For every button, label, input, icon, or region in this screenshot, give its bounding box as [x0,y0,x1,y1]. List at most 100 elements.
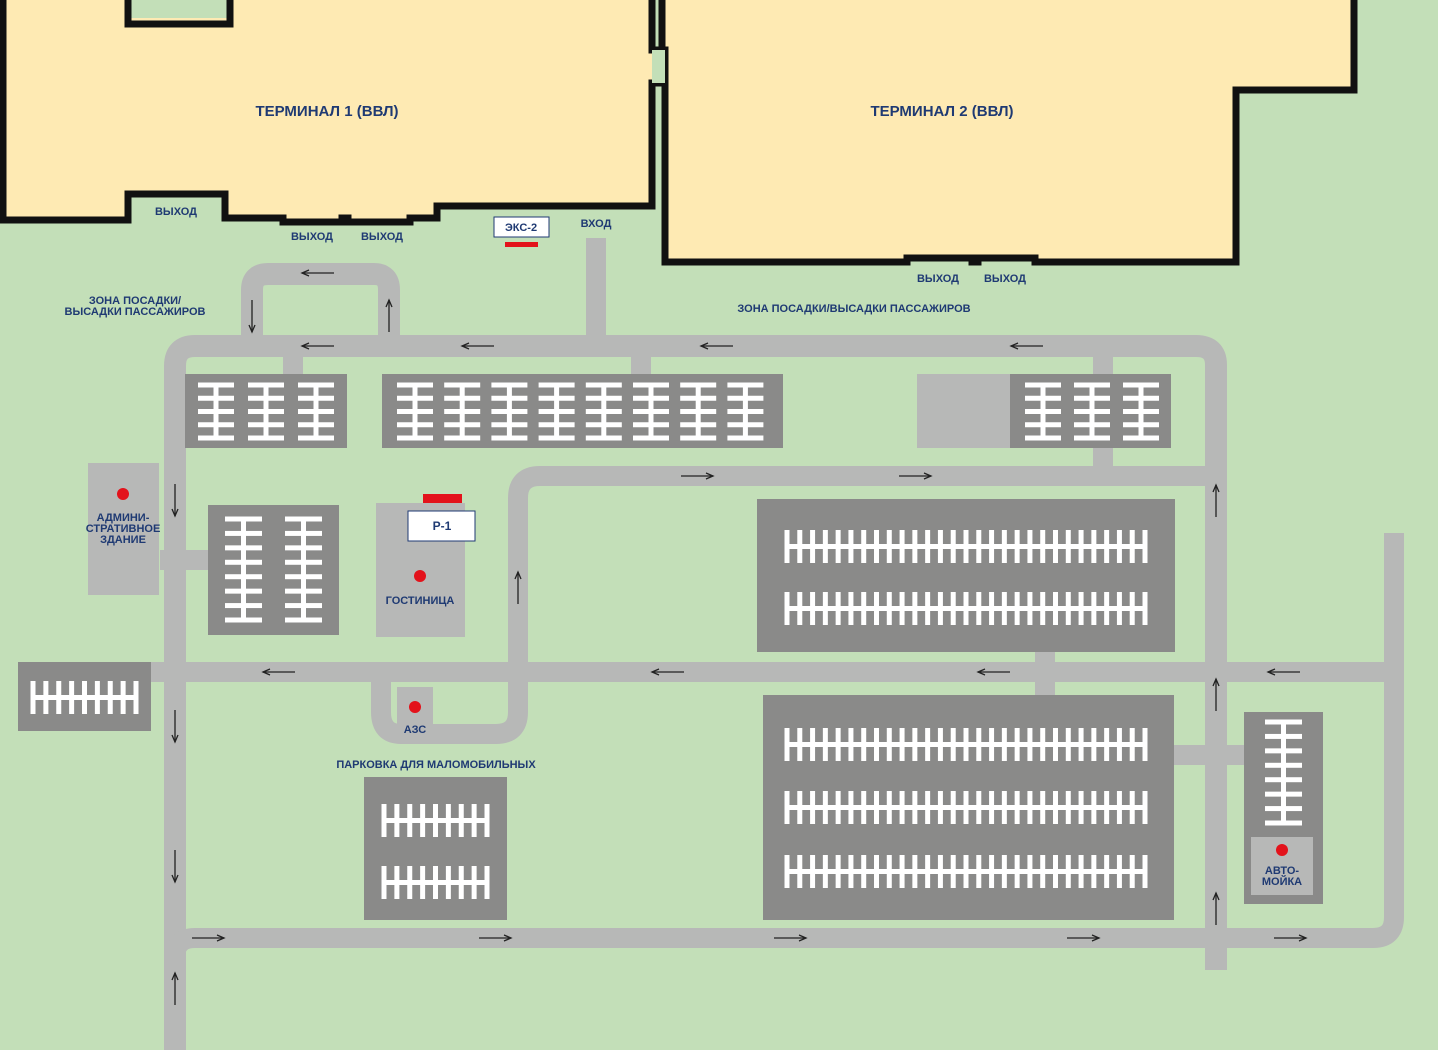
parking-stall-group [1265,719,1302,826]
parking-stall-group [633,382,669,441]
parking-p1-box [407,510,476,542]
road-dropoff-loop [241,263,400,335]
parking-stall-group [298,382,334,441]
parking-stall-row [381,866,490,899]
parking-stall-group [248,382,284,441]
one-way-arrow-icon [479,934,513,942]
admin-building-label-line2: СТРАТИВНОЕ [86,523,161,535]
dropoff-zone-main-label: ЗОНА ПОСАДКИ/ВЫСАДКИ ПАССАЖИРОВ [737,303,970,315]
lot-left-middle [208,505,339,635]
parking-stall-group [285,516,322,623]
parking-stall-group [1123,382,1159,441]
poi-marker-icon [409,701,421,713]
one-way-arrow-icon [1266,668,1300,676]
parking-stall-group [585,382,622,441]
parking-stall-group [225,516,262,623]
gas-station-label: АЗС [404,724,427,736]
parking-stall-row [30,681,139,714]
map-labels: ТЕРМИНАЛ 1 (ВВЛ) ТЕРМИНАЛ 2 (ВВЛ) ВЫХОД … [65,103,1303,888]
one-way-arrow-icon [171,850,179,884]
one-way-arrow-icon [248,300,256,334]
terminal-1-notch-outline [124,0,234,28]
one-way-arrow-icon [171,484,179,518]
parking-stall-row [784,592,1148,625]
terminal-1-label: ТЕРМИНАЛ 1 (ВВЛ) [255,103,398,120]
one-way-arrow-icon [300,269,334,277]
parking-stall-row [381,804,490,837]
admin-building-label-line3: ЗДАНИЕ [100,534,146,546]
hotel-label: ГОСТИНИЦА [386,595,455,607]
entrance-label: ВХОД [581,218,612,230]
exit-label: ВЫХОД [361,231,403,243]
parking-stall-group [397,382,433,441]
one-way-arrow-icon [171,971,179,1005]
poi-marker-icon [1276,844,1288,856]
bus-stop-bar-icon [423,494,462,503]
one-way-arrow-icon [1067,934,1101,942]
bus-stop-bar-icon [505,242,538,247]
exit-label: ВЫХОД [155,206,197,218]
poi-marker-icon [414,570,426,582]
one-way-arrow-icon [681,472,715,480]
exit-label: ВЫХОД [917,273,959,285]
grey-buildings [88,463,1313,895]
one-way-arrow-icon [774,934,808,942]
parking-stall-group [727,382,764,441]
carwash-label-line1: АВТО- [1265,865,1299,877]
one-way-arrow-icon [1212,677,1220,711]
parking-stall-row [784,791,1148,824]
one-way-arrow-icon [460,342,494,350]
one-way-arrows [171,269,1308,1005]
dropoff-zone-left-label-line1: ЗОНА ПОСАДКИ/ [89,295,181,307]
parking-stall-group [444,382,481,441]
terminal-2-label: ТЕРМИНАЛ 2 (ВВЛ) [870,103,1013,120]
parking-stall-group [491,382,528,441]
parking-p1-label: Р-1 [433,519,452,533]
one-way-arrow-icon [1212,891,1220,925]
disabled-parking-label: ПАРКОВКА ДЛЯ МАЛОМОБИЛЬНЫХ [336,759,536,771]
lot-top-right-grey [917,374,1012,448]
exit-label: ВЫХОД [984,273,1026,285]
parking-stall-row [784,530,1148,563]
one-way-arrow-icon [1212,483,1220,517]
bus-express-label: ЭКС-2 [505,222,537,234]
lot-top-center [382,374,783,448]
bus-express-box [493,216,550,238]
carwash-label-line2: МОЙКА [1262,875,1302,888]
terminal-buildings [0,0,1358,266]
one-way-arrow-icon [192,934,226,942]
one-way-arrow-icon [650,668,684,676]
road-network [150,238,1404,1050]
poi-marker-icon [117,488,129,500]
one-way-arrow-icon [699,342,733,350]
terminal-1-notch [128,0,230,18]
parking-stall-row [784,855,1148,888]
one-way-arrow-icon [385,298,393,332]
admin-building-label-line1: АДМИНИ- [97,512,150,524]
lot-large-upper [757,499,1175,652]
parking-stall-group [538,382,575,441]
one-way-arrow-icon [261,668,295,676]
one-way-arrow-icon [300,342,334,350]
parking-stall-group [1025,382,1061,441]
parking-stalls [30,382,1302,899]
bus-stop-bars [423,242,538,503]
dropoff-zone-left-label-line2: ВЫСАДКИ ПАССАЖИРОВ [65,306,206,318]
poi-markers [117,488,1288,856]
one-way-arrow-icon [514,570,522,604]
parking-stall-group [680,382,717,441]
terminal-gap [652,50,665,83]
one-way-arrow-icon [899,472,933,480]
road-inner [371,466,1216,744]
parking-stall-group [198,382,234,441]
admin-building [88,463,159,595]
exit-label: ВЫХОД [291,231,333,243]
parking-stall-row [784,728,1148,761]
one-way-arrow-icon [976,668,1010,676]
road-top [164,335,1227,1050]
one-way-arrow-icon [1009,342,1043,350]
parking-stall-group [1074,382,1110,441]
one-way-arrow-icon [171,710,179,744]
road-bottom [165,533,1404,959]
